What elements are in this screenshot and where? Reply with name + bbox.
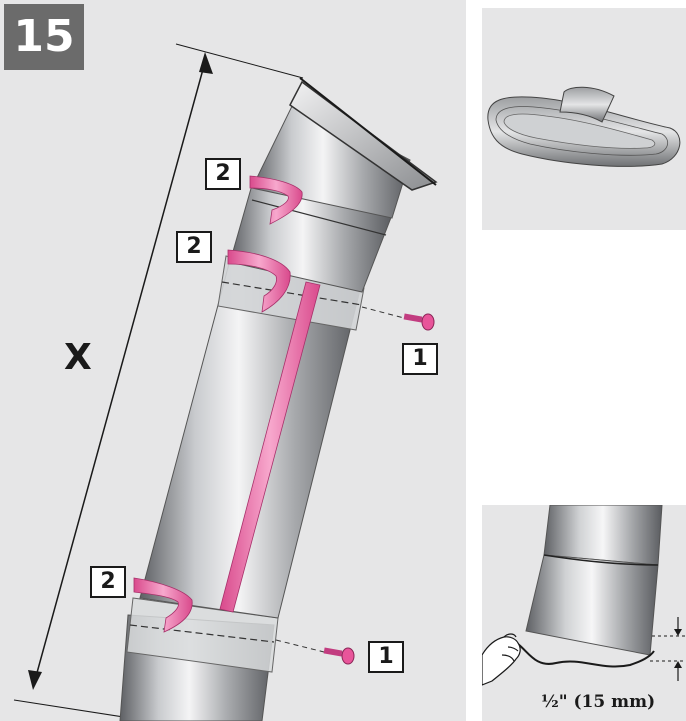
- tape-wrap-upper: [249, 175, 303, 225]
- screw-icon: [361, 306, 435, 331]
- gap-measurement-panel: [482, 505, 686, 721]
- chimney-pipe-assembly-illustration: [13, 43, 438, 721]
- main-diagram-panel: 15 2 2 2 1 1 X: [0, 0, 466, 721]
- gap-dimension-label: ½" (15 mm): [541, 692, 656, 712]
- callout-tape: 2: [90, 566, 126, 598]
- callout-screw: 1: [368, 641, 404, 673]
- step-number-badge: 15: [4, 4, 84, 70]
- pipe-top-flange: [289, 77, 438, 191]
- tape-roll-panel: [482, 8, 686, 230]
- measurement-arrows: [650, 617, 686, 681]
- seam-tape-strip: [219, 281, 321, 613]
- pipe-gap-illustration: [482, 505, 686, 686]
- tape-roll-icon: [487, 86, 681, 167]
- hand-icon: [482, 633, 521, 686]
- pipe-straight-section: [139, 255, 365, 619]
- callout-screw: 1: [402, 343, 438, 375]
- tape-wrap-middle: [227, 249, 291, 313]
- screw-icon: [275, 639, 355, 665]
- pipe-bottom-collar: [119, 597, 279, 721]
- callout-tape: 2: [176, 231, 212, 263]
- string-icon: [511, 640, 655, 668]
- callout-tape: 2: [205, 158, 241, 190]
- dimension-line-x: [13, 43, 304, 719]
- tape-wrap-lower: [133, 577, 193, 633]
- dimension-label-x: X: [64, 337, 92, 378]
